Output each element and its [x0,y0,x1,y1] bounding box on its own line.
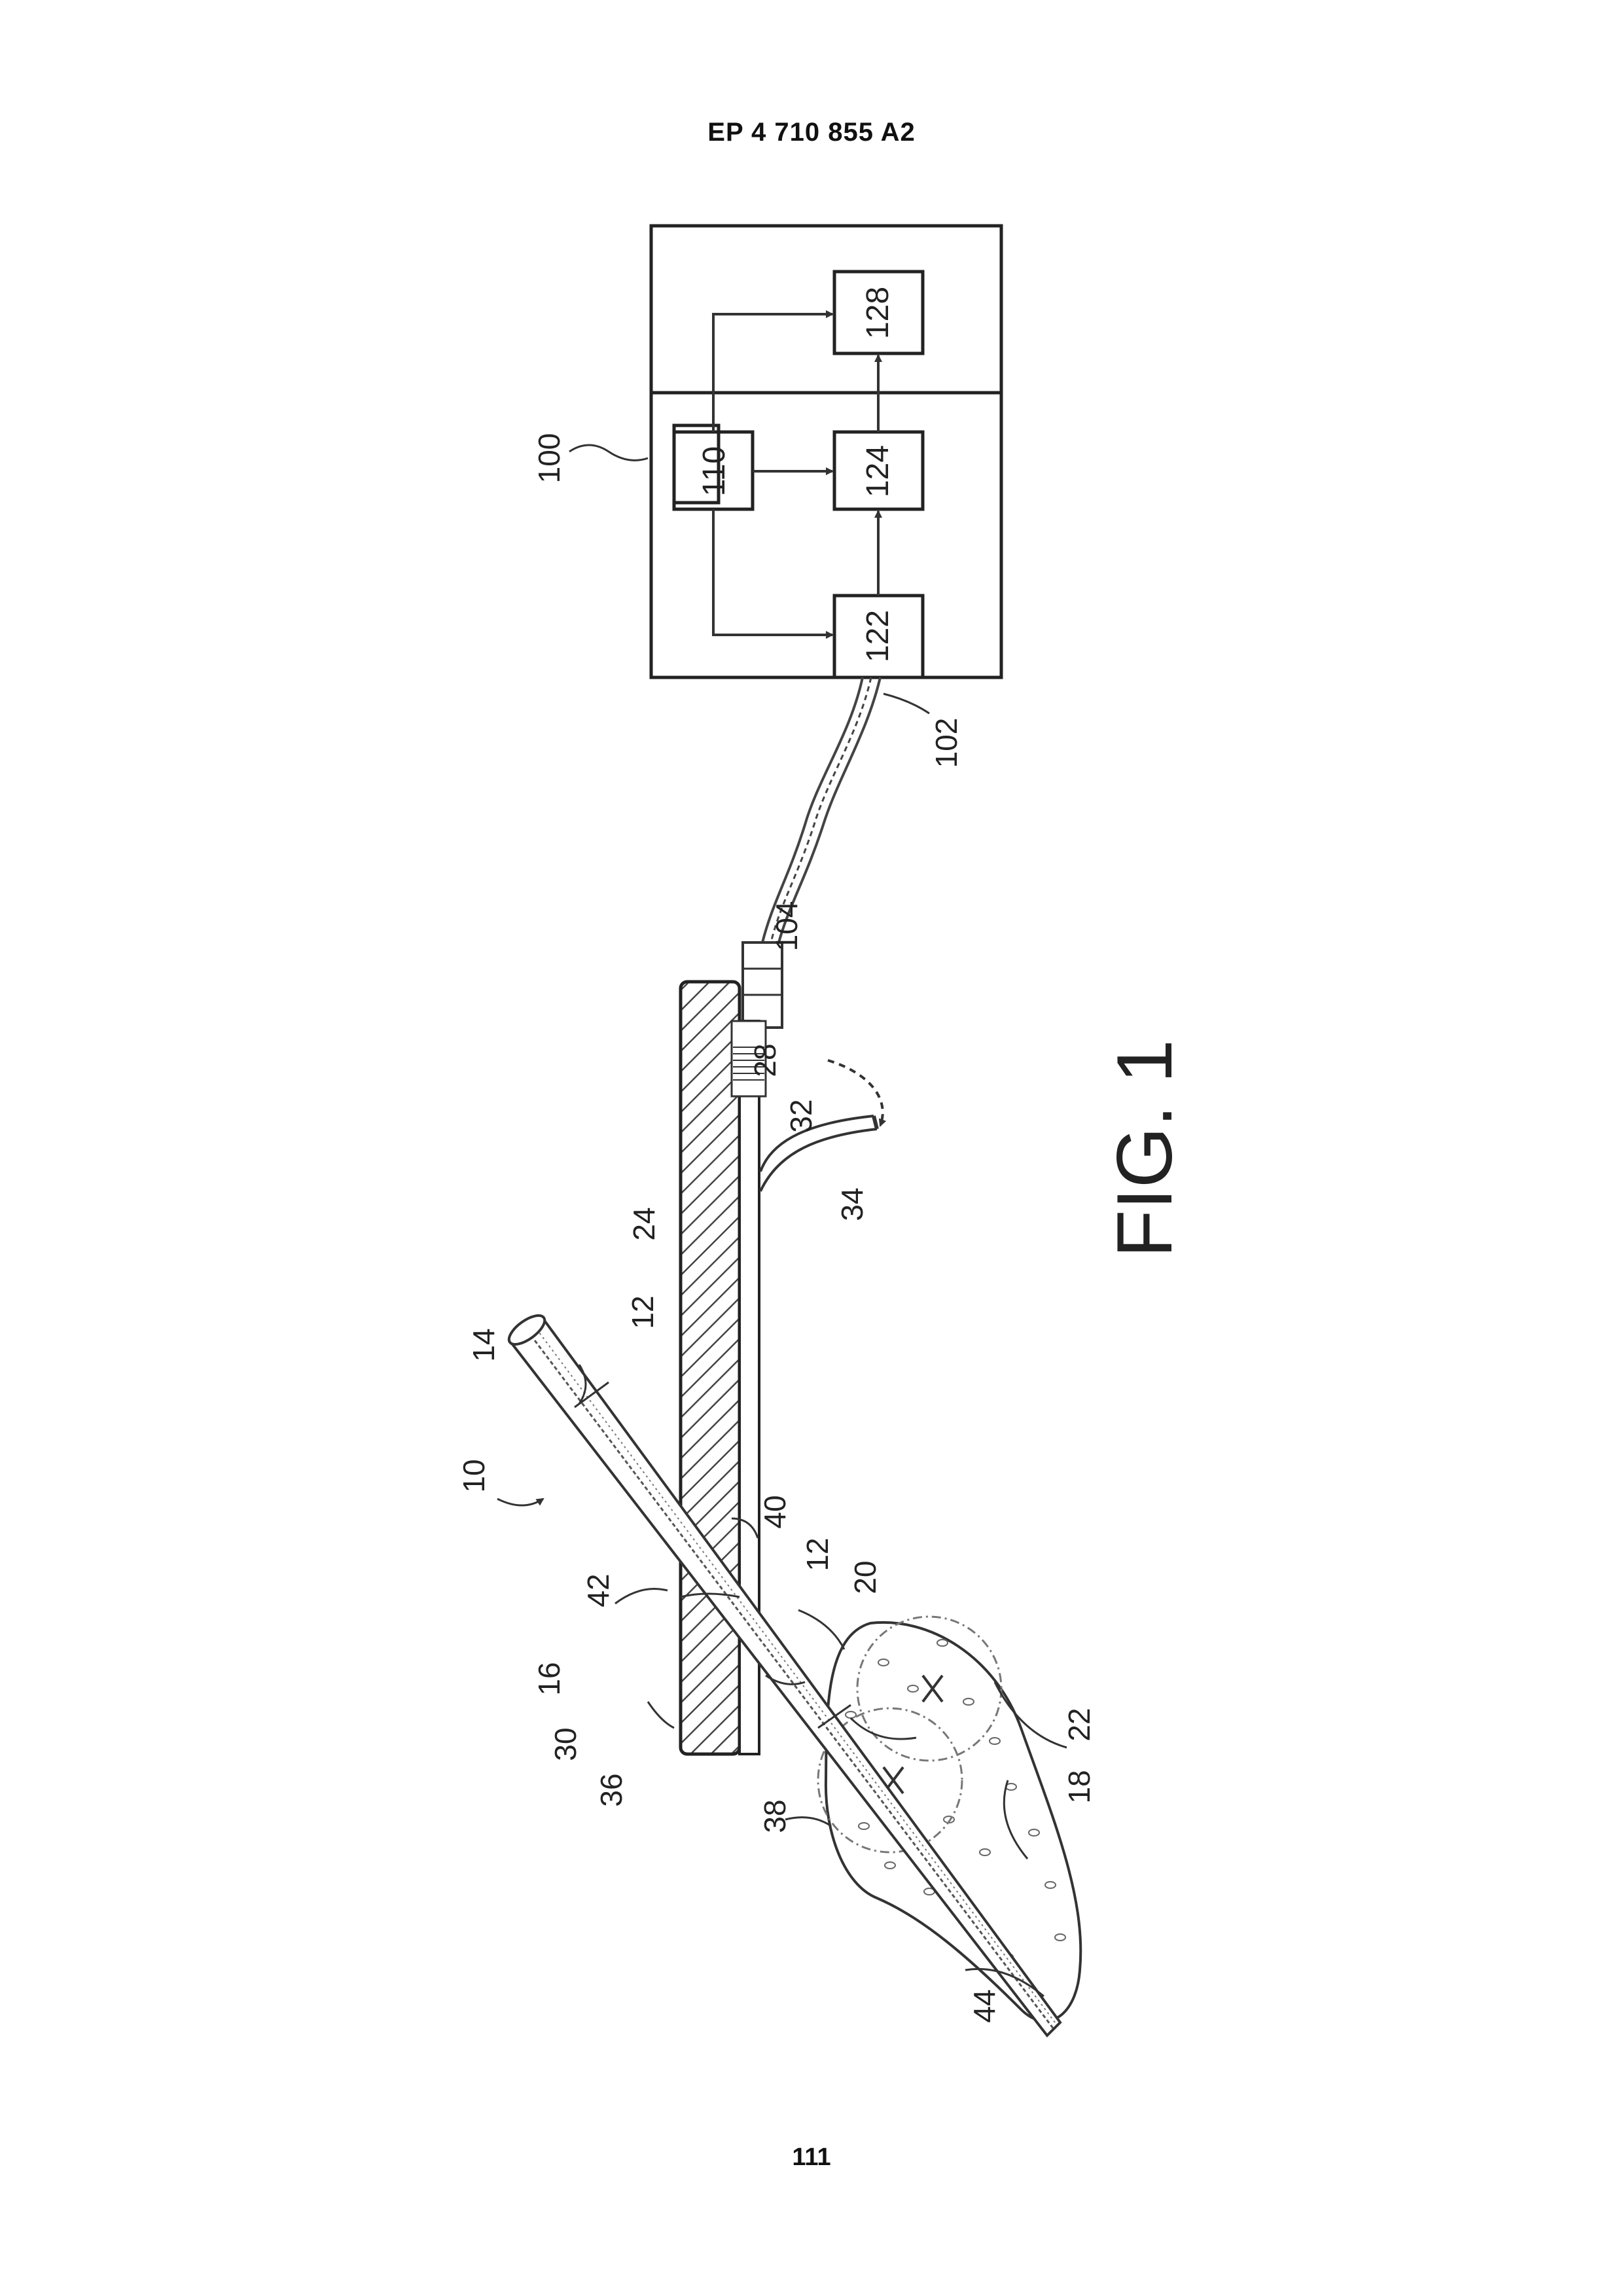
label-30: 30 [548,1727,582,1761]
block-labels: 110 122 124 128 [697,287,895,662]
leader-100 [569,445,648,460]
label-12b: 12 [800,1537,834,1571]
block-110-label: 110 [697,446,732,497]
block-128-label: 128 [861,287,895,339]
label-32: 32 [784,1099,818,1132]
label-44: 44 [967,1989,1001,2022]
label-22: 22 [1062,1708,1096,1741]
label-36: 36 [594,1773,628,1806]
figure-caption: FIG. 1 [1101,1039,1188,1257]
label-10: 10 [457,1459,491,1492]
label-24: 24 [627,1207,661,1240]
label-38: 38 [758,1799,792,1833]
block-122-label: 122 [861,610,895,662]
label-14: 14 [467,1328,501,1361]
label-16: 16 [532,1662,566,1695]
label-18: 18 [1062,1770,1096,1803]
label-34: 34 [835,1187,869,1221]
label-28: 28 [748,1043,782,1077]
page-number: 111 [0,2144,1623,2172]
flap-34 [760,1060,883,1191]
connector-104 [743,942,782,1028]
label-100: 100 [532,433,566,484]
label-20: 20 [848,1560,882,1594]
leader-102 [883,694,929,713]
label-42: 42 [581,1573,615,1607]
block-124-label: 124 [861,445,895,497]
label-104: 104 [770,901,804,952]
label-40: 40 [758,1495,792,1528]
controller-arrows [713,314,878,635]
label-102: 102 [929,718,963,768]
label-12a: 12 [626,1295,660,1329]
